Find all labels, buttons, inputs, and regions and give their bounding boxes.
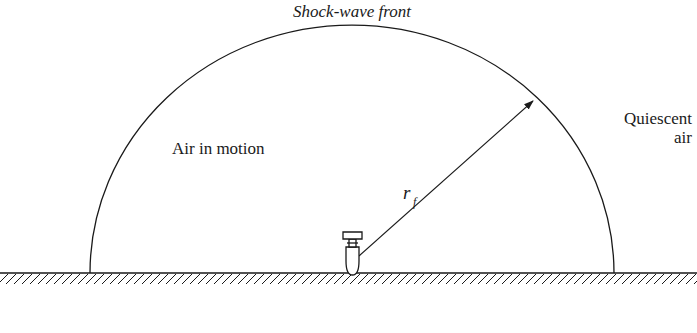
hatch-stroke (230, 274, 240, 284)
shock-front-label: Shock-wave front (293, 3, 411, 22)
hatch-stroke (470, 274, 480, 284)
bomb-symbol (343, 232, 362, 275)
shock-front-arc (90, 25, 614, 273)
hatch-stroke (158, 274, 168, 284)
hatch-stroke (550, 274, 560, 284)
hatch-stroke (478, 274, 488, 284)
hatch-stroke (126, 274, 136, 284)
hatch-stroke (342, 274, 352, 284)
hatch-stroke (630, 274, 640, 284)
hatch-stroke (310, 274, 320, 284)
hatch-stroke (110, 274, 120, 284)
hatch-stroke (654, 274, 664, 284)
hatch-stroke (678, 274, 688, 284)
hatch-stroke (438, 274, 448, 284)
hatch-stroke (302, 274, 312, 284)
hatch-stroke (638, 274, 648, 284)
hatch-stroke (70, 274, 80, 284)
hatch-stroke (174, 274, 184, 284)
hatch-stroke (390, 274, 400, 284)
hatch-stroke (334, 274, 344, 284)
hatch-stroke (646, 274, 656, 284)
hatch-stroke (598, 274, 608, 284)
hatch-stroke (238, 274, 248, 284)
hatch-stroke (406, 274, 416, 284)
hatch-stroke (142, 274, 152, 284)
hatch-stroke (22, 274, 32, 284)
hatch-stroke (606, 274, 616, 284)
hatch-stroke (222, 274, 232, 284)
radius-arrow (359, 101, 533, 256)
hatch-stroke (294, 274, 304, 284)
hatch-stroke (358, 274, 368, 284)
ground-hatching (0, 274, 697, 284)
hatch-stroke (38, 274, 48, 284)
hatch-stroke (614, 274, 624, 284)
hatch-stroke (254, 274, 264, 284)
hatch-stroke (262, 274, 272, 284)
hatch-stroke (414, 274, 424, 284)
hatch-stroke (462, 274, 472, 284)
hatch-stroke (534, 274, 544, 284)
hatch-stroke (150, 274, 160, 284)
hatch-stroke (366, 274, 376, 284)
region-label: Air in motion (172, 140, 265, 159)
hatch-stroke (318, 274, 328, 284)
hatch-stroke (6, 274, 16, 284)
hatch-stroke (78, 274, 88, 284)
hatch-stroke (662, 274, 672, 284)
hatch-stroke (118, 274, 128, 284)
hatch-stroke (622, 274, 632, 284)
hatch-stroke (166, 274, 176, 284)
hatch-stroke (542, 274, 552, 284)
hatch-stroke (486, 274, 496, 284)
hatch-stroke (566, 274, 576, 284)
hatch-stroke (382, 274, 392, 284)
hatch-stroke (374, 274, 384, 284)
hatch-stroke (510, 274, 520, 284)
hatch-stroke (398, 274, 408, 284)
hatch-stroke (518, 274, 528, 284)
hatch-stroke (94, 274, 104, 284)
hatch-stroke (182, 274, 192, 284)
hatch-stroke (278, 274, 288, 284)
hatch-stroke (494, 274, 504, 284)
hatch-stroke (326, 274, 336, 284)
hatch-stroke (286, 274, 296, 284)
hatch-stroke (86, 274, 96, 284)
hatch-stroke (54, 274, 64, 284)
hatch-stroke (206, 274, 216, 284)
hatch-stroke (558, 274, 568, 284)
hatch-stroke (30, 274, 40, 284)
region-label: Quiescent air (620, 110, 692, 147)
radius-symbol: r (403, 183, 410, 204)
hatch-stroke (446, 274, 456, 284)
hatch-stroke (454, 274, 464, 284)
hatch-stroke (198, 274, 208, 284)
hatch-stroke (582, 274, 592, 284)
hatch-stroke (102, 274, 112, 284)
hatch-stroke (422, 274, 432, 284)
hatch-stroke (134, 274, 144, 284)
hatch-stroke (270, 274, 280, 284)
hatch-stroke (14, 274, 24, 284)
hatch-stroke (526, 274, 536, 284)
hatch-stroke (430, 274, 440, 284)
hatch-stroke (46, 274, 56, 284)
hatch-stroke (590, 274, 600, 284)
radius-subscript: f (413, 196, 416, 209)
hatch-stroke (502, 274, 512, 284)
hatch-stroke (246, 274, 256, 284)
hatch-stroke (190, 274, 200, 284)
hatch-stroke (574, 274, 584, 284)
hatch-stroke (694, 274, 697, 284)
hatch-stroke (686, 274, 696, 284)
hatch-stroke (670, 274, 680, 284)
hatch-stroke (62, 274, 72, 284)
hatch-stroke (214, 274, 224, 284)
